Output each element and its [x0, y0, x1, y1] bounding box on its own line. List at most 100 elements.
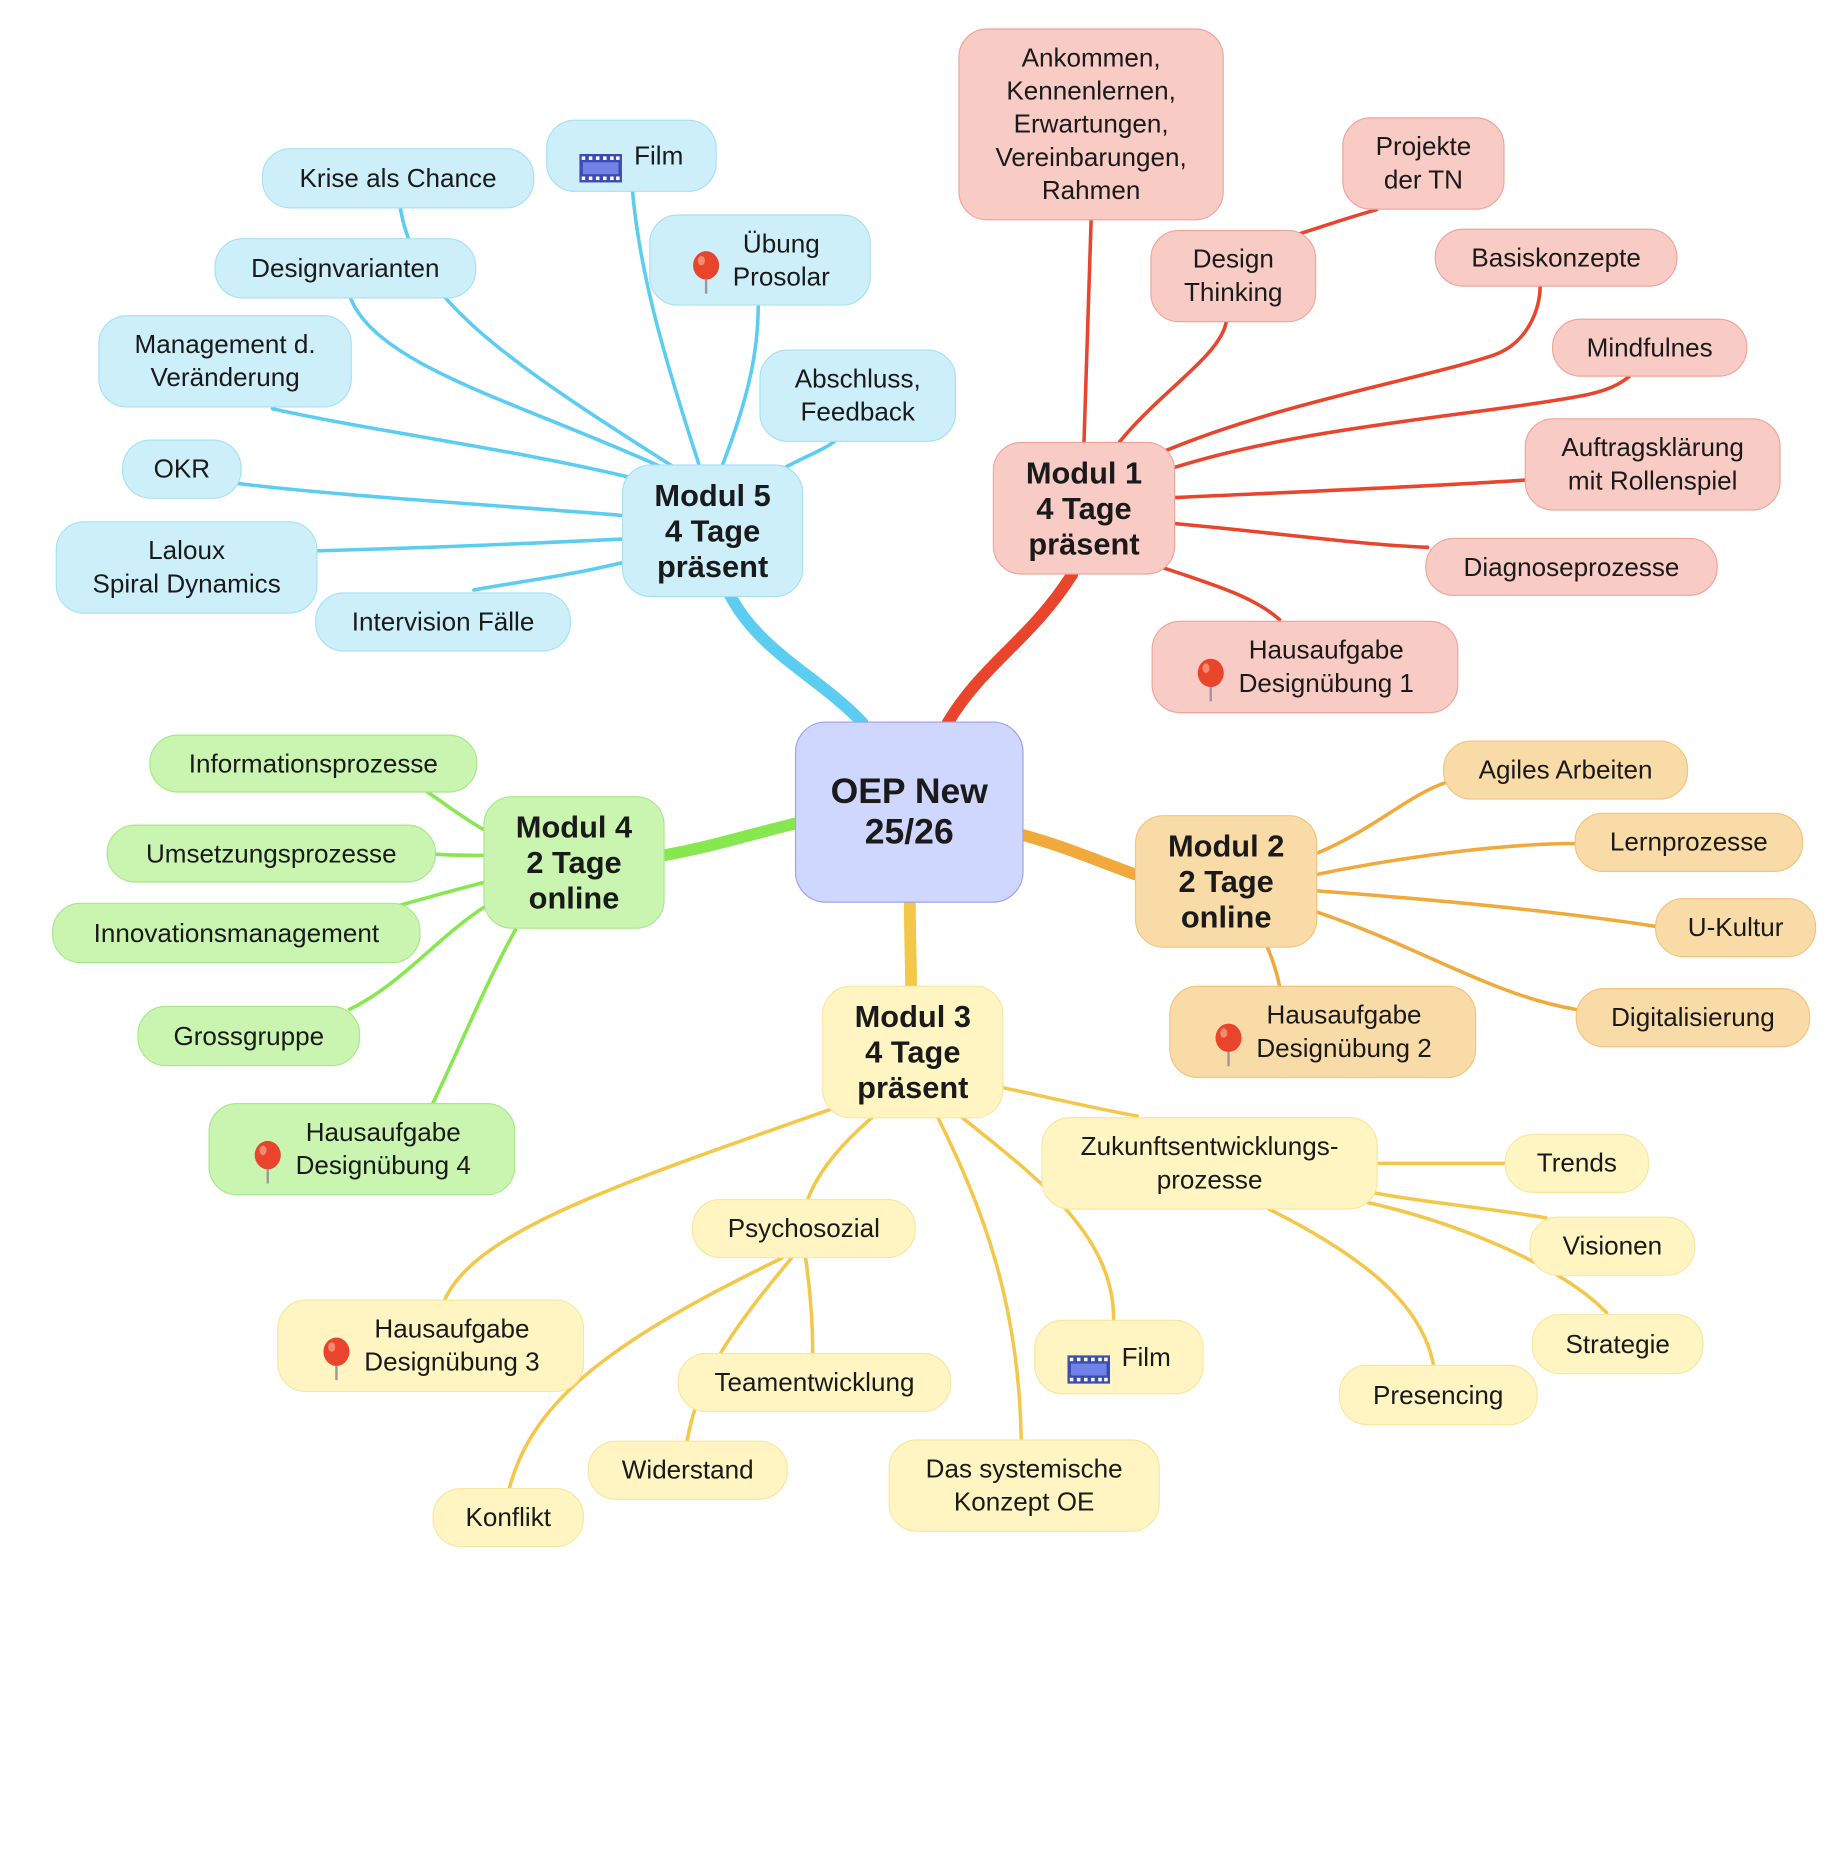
topic-okr[interactable]: OKR: [122, 439, 242, 499]
root-node[interactable]: OEP New 25/26: [794, 721, 1024, 903]
topic-basiskonzepte-label: Basiskonzepte: [1471, 242, 1641, 272]
link-root-m2: [1017, 829, 1141, 881]
topic-hausaufgabe-3-label: Hausaufgabe Designübung 3: [364, 1313, 540, 1377]
link-m5-intervision: [472, 560, 624, 592]
topic-trends[interactable]: Trends: [1504, 1133, 1650, 1193]
module-4-node[interactable]: Modul 4 2 Tage online: [483, 796, 665, 929]
topic-informationsprozesse[interactable]: Informationsprozesse: [149, 734, 478, 793]
topic-strategie-label: Strategie: [1565, 1328, 1670, 1359]
link-m5-film: [630, 190, 701, 467]
topic-diagnoseprozesse[interactable]: Diagnoseprozesse: [1425, 537, 1718, 596]
topic-intervision-label: Intervision Fälle: [351, 606, 535, 637]
topic-u-kultur-label: U-Kultur: [1687, 912, 1784, 942]
topic-psychosozial-label: Psychosozial: [727, 1213, 880, 1243]
link-m5-uebung: [720, 303, 760, 467]
link-m5-abschluss: [782, 438, 837, 470]
link-m1-auftrag: [1173, 478, 1531, 500]
topic-hausaufgabe-4[interactable]: Hausaufgabe Designübung 4: [208, 1102, 516, 1196]
link-psycho-widerstand: [685, 1256, 794, 1443]
topic-ankommen[interactable]: Ankommen, Kennenlernen, Erwartungen, Ver…: [958, 28, 1224, 221]
topic-widerstand[interactable]: Widerstand: [587, 1440, 788, 1500]
link-m4-umsetz: [434, 852, 486, 858]
module-3-label: Modul 3 4 Tage präsent: [854, 998, 971, 1106]
topic-systemisches-konzept-label: Das systemische Konzept OE: [925, 1453, 1123, 1517]
topic-designvarianten-label: Designvarianten: [251, 252, 440, 283]
link-m4-haus: [430, 928, 518, 1106]
film-icon: [579, 121, 623, 191]
topic-film-m5[interactable]: Film: [546, 119, 717, 192]
topic-grossgruppe-label: Grossgruppe: [173, 1020, 325, 1051]
topic-teamentwicklung[interactable]: Teamentwicklung: [677, 1352, 952, 1413]
module-4-label: Modul 4 2 Tage online: [515, 809, 633, 916]
module-1-node[interactable]: Modul 1 4 Tage präsent: [992, 441, 1176, 575]
topic-digitalisierung[interactable]: Digitalisierung: [1575, 988, 1811, 1048]
topic-konflikt-label: Konflikt: [465, 1502, 551, 1532]
topic-zukunftsentwicklung-label: Zukunftsentwicklungs- prozesse: [1080, 1131, 1339, 1195]
link-m1-mind: [1171, 374, 1631, 470]
topic-lernprozesse[interactable]: Lernprozesse: [1574, 812, 1804, 872]
topic-management[interactable]: Management d. Veränderung: [98, 315, 352, 408]
topic-systemisches-konzept[interactable]: Das systemische Konzept OE: [888, 1439, 1160, 1532]
topic-grossgruppe[interactable]: Grossgruppe: [137, 1005, 361, 1067]
module-3-node[interactable]: Modul 3 4 Tage präsent: [822, 985, 1004, 1119]
topic-umsetzungsprozesse[interactable]: Umsetzungsprozesse: [106, 824, 436, 883]
topic-hausaufgabe-1[interactable]: Hausaufgabe Designübung 1: [1151, 620, 1459, 714]
topic-krise[interactable]: Krise als Chance: [261, 148, 535, 209]
link-m5-mgmt: [270, 406, 642, 482]
link-m5-laloux: [315, 537, 624, 553]
topic-projekte[interactable]: Projekte der TN: [1342, 117, 1505, 210]
film-icon: [1067, 1322, 1110, 1392]
topic-agiles-arbeiten-label: Agiles Arbeiten: [1478, 754, 1653, 785]
link-m2-haus: [1265, 945, 1282, 988]
topic-film-m3[interactable]: Film: [1034, 1319, 1204, 1395]
topic-mindfulnes[interactable]: Mindfulnes: [1551, 318, 1748, 377]
root-label: OEP New 25/26: [830, 771, 988, 852]
link-root-m3: [903, 896, 917, 992]
topic-hausaufgabe-2[interactable]: Hausaufgabe Designübung 2: [1169, 985, 1477, 1079]
topic-presencing[interactable]: Presencing: [1338, 1364, 1538, 1426]
module-5-node[interactable]: Modul 5 4 Tage präsent: [621, 464, 804, 598]
link-m1-basis: [1159, 284, 1542, 455]
topic-psychosozial[interactable]: Psychosozial: [691, 1198, 916, 1259]
pin-icon: [690, 216, 721, 305]
topic-hausaufgabe-2-label: Hausaufgabe Designübung 2: [1256, 999, 1432, 1063]
link-m1-projekte: [1295, 207, 1379, 237]
topic-laloux[interactable]: Laloux Spiral Dynamics: [55, 521, 318, 614]
link-psycho-konflikt: [507, 1256, 784, 1490]
topic-konflikt[interactable]: Konflikt: [432, 1487, 585, 1548]
topic-uebung-prosolar-label: Übung Prosolar: [732, 228, 830, 291]
topic-hausaufgabe-3[interactable]: Hausaufgabe Designübung 3: [277, 1299, 585, 1393]
link-psycho-team: [803, 1256, 815, 1355]
link-m2-agil: [1315, 780, 1450, 855]
topic-visionen[interactable]: Visionen: [1529, 1216, 1696, 1276]
topic-basiskonzepte[interactable]: Basiskonzepte: [1434, 228, 1678, 287]
module-2-label: Modul 2 2 Tage online: [1167, 828, 1285, 935]
topic-auftragsklaerung[interactable]: Auftragsklärung mit Rollenspiel: [1524, 418, 1781, 511]
link-m4-info: [424, 789, 486, 832]
topic-diagnoseprozesse-label: Diagnoseprozesse: [1463, 551, 1680, 582]
link-m1-haus: [1156, 564, 1282, 622]
topic-visionen-label: Visionen: [1562, 1230, 1663, 1261]
topic-design-thinking[interactable]: Design Thinking: [1150, 229, 1317, 323]
module-2-node[interactable]: Modul 2 2 Tage online: [1134, 815, 1318, 948]
topic-projekte-label: Projekte der TN: [1375, 131, 1472, 195]
topic-designvarianten[interactable]: Designvarianten: [214, 238, 477, 299]
topic-intervision[interactable]: Intervision Fälle: [315, 592, 572, 652]
link-m3-strategie: [1348, 1197, 1609, 1315]
link-m2-digital: [1315, 910, 1578, 1012]
topic-zukunftsentwicklung[interactable]: Zukunftsentwicklungs- prozesse: [1041, 1117, 1378, 1210]
link-m1-diag: [1173, 521, 1430, 550]
topic-uebung-prosolar[interactable]: Übung Prosolar: [649, 214, 871, 306]
topic-abschluss[interactable]: Abschluss, Feedback: [759, 349, 957, 442]
topic-u-kultur[interactable]: U-Kultur: [1655, 898, 1817, 958]
topic-hausaufgabe-1-label: Hausaufgabe Designübung 1: [1238, 634, 1414, 698]
topic-hausaufgabe-4-label: Hausaufgabe Designübung 4: [295, 1117, 471, 1180]
topic-agiles-arbeiten[interactable]: Agiles Arbeiten: [1442, 740, 1689, 800]
topic-innovationsmanagement[interactable]: Innovationsmanagement: [52, 902, 421, 964]
topic-strategie[interactable]: Strategie: [1531, 1313, 1704, 1375]
topic-lernprozesse-label: Lernprozesse: [1609, 826, 1768, 857]
link-m3-presencing: [1265, 1206, 1436, 1367]
module-5-label: Modul 5 4 Tage präsent: [654, 477, 771, 585]
link-m4-innov: [398, 880, 486, 907]
topic-innovationsmanagement-label: Innovationsmanagement: [93, 917, 380, 948]
